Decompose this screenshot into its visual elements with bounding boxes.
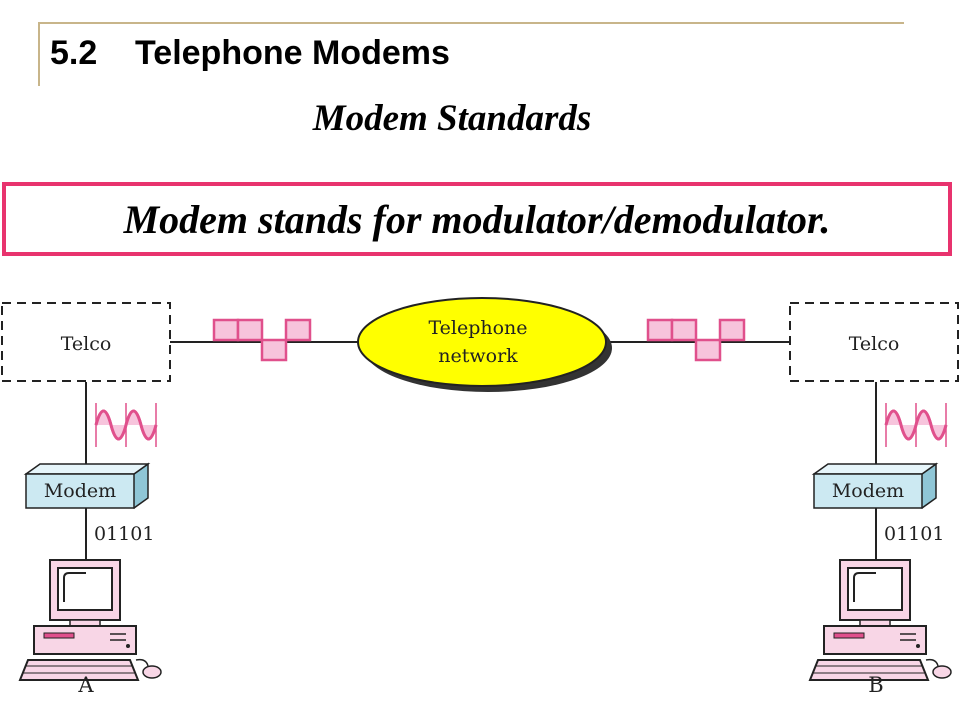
station-label-b: B: [868, 673, 883, 697]
telephone-network: Telephone network: [357, 297, 612, 392]
title-rule-top: [38, 22, 904, 24]
bits-label-b: 01101: [884, 523, 944, 545]
slide-title: 5.2 Telephone Modems: [50, 34, 450, 72]
telco-box-b: Telco: [789, 302, 959, 382]
slide-subtitle: Modem Standards: [312, 98, 592, 139]
computer-a-icon: [19, 559, 162, 681]
telco-label-a: Telco: [61, 333, 112, 355]
analog-signal-right: [884, 401, 948, 449]
digital-signal-left: [212, 318, 312, 362]
modem-b: Modem: [811, 462, 939, 509]
telco-label-b: Telco: [849, 333, 900, 355]
station-label-a: A: [77, 673, 94, 697]
digital-signal-right: [646, 318, 746, 362]
definition-callout: Modem stands for modulator/demodulator.: [2, 182, 952, 256]
network-label-line2: network: [438, 345, 518, 367]
bits-label-a: 01101: [94, 523, 154, 545]
computer-b-icon: [809, 559, 952, 681]
network-label-line1: Telephone: [428, 317, 527, 339]
telco-box-a: Telco: [1, 302, 171, 382]
modem-label-b: Modem: [832, 480, 904, 502]
analog-signal-left: [94, 401, 158, 449]
definition-text: Modem stands for modulator/demodulator.: [123, 196, 831, 242]
title-rule-left: [38, 22, 40, 86]
modem-label-a: Modem: [44, 480, 116, 502]
modem-a: Modem: [23, 462, 151, 509]
